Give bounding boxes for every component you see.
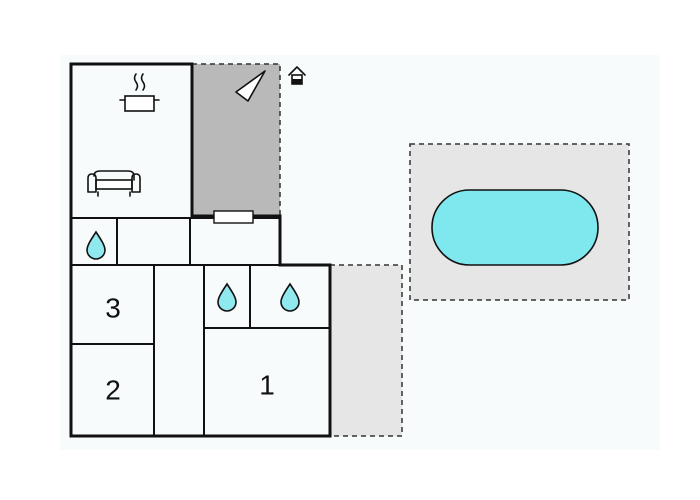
side-terrace xyxy=(330,265,402,436)
room-number-2: 2 xyxy=(105,374,121,405)
cooking-pot-icon xyxy=(119,73,160,112)
room-number-3: 3 xyxy=(105,292,121,323)
water-drop-icon xyxy=(217,282,237,312)
water-drop-icon xyxy=(86,230,106,260)
covered-terrace-border xyxy=(192,63,281,216)
room-number-1: 1 xyxy=(259,369,275,400)
sofa-icon xyxy=(87,170,141,197)
sliding-door xyxy=(213,210,254,224)
water-drop-icon xyxy=(280,282,300,312)
pool-surround-border xyxy=(409,143,630,301)
side-terrace-border xyxy=(330,264,403,437)
house-entrance-icon xyxy=(288,66,306,85)
view-angle-icon xyxy=(235,70,266,102)
covered-terrace xyxy=(192,64,280,216)
swimming-pool xyxy=(431,189,599,266)
